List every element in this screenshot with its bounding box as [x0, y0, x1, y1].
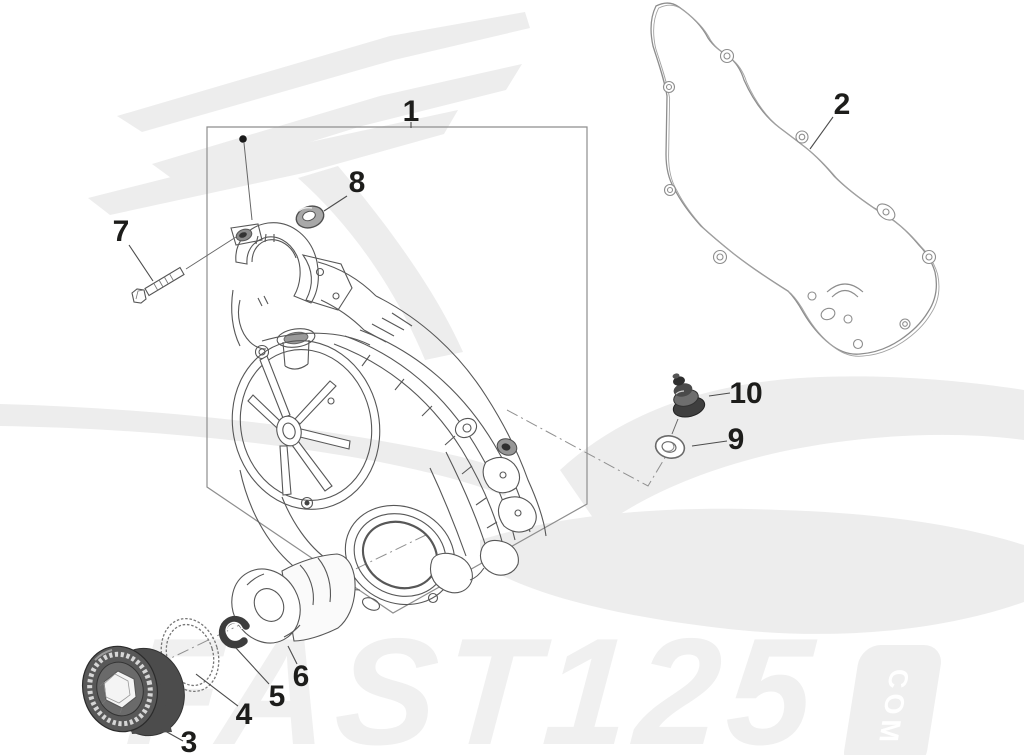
watermark-wing-upper — [560, 376, 1024, 528]
callout-6-label: 6 — [293, 660, 310, 693]
callout-4-label: 4 — [236, 698, 253, 731]
callout-leaders — [128, 116, 834, 742]
fan-blades — [247, 355, 351, 496]
callout-8-label: 8 — [349, 166, 366, 199]
gasket-hole — [843, 314, 853, 324]
callout-10-leader — [708, 392, 731, 397]
callout-5-leader — [235, 647, 270, 685]
callout-7-leader — [128, 244, 154, 282]
clutch-cover-drawing — [230, 222, 547, 611]
callout-6-leader — [287, 645, 298, 665]
watermark-logo — [0, 12, 1024, 634]
oil-sensor-drawing — [671, 373, 706, 435]
watermark-blade — [298, 166, 463, 360]
mount-point-dot — [239, 135, 253, 221]
filter-cover-cap-drawing — [82, 645, 185, 737]
callout-5-label: 5 — [269, 680, 286, 713]
watermark-chevron-2 — [152, 64, 522, 183]
gasket-hole — [807, 291, 817, 301]
watermark-chevron-3 — [88, 110, 458, 215]
gasket-slot — [826, 283, 864, 293]
retaining-clip-drawing — [218, 615, 250, 649]
watermark-wing-lower — [480, 508, 1024, 634]
callout-2-label: 2 — [834, 88, 851, 121]
watermark-chevron-1 — [117, 12, 530, 132]
gasket-hole — [820, 307, 836, 321]
cover-machinery — [429, 417, 537, 594]
callout-3-leader — [157, 726, 184, 742]
axis-line-sensor — [506, 409, 667, 487]
flange-ribs — [361, 312, 498, 529]
callout-4-leader — [195, 673, 239, 707]
callout-2-leader — [809, 116, 834, 150]
watermark-tail-band — [0, 404, 515, 496]
flat-washer-drawing — [654, 435, 686, 459]
callout-8-leader — [323, 195, 348, 212]
callout-9-leader — [691, 440, 728, 447]
callout-3-label: 3 — [181, 726, 198, 755]
flange-bolt-drawing — [131, 236, 237, 304]
o-ring-drawing — [160, 617, 220, 693]
callout-7-label: 7 — [113, 215, 130, 248]
gasket-hole — [852, 338, 864, 350]
callout-10-label: 10 — [729, 377, 762, 410]
sealing-washer-drawing — [295, 205, 325, 229]
watermark-leaf — [910, 389, 958, 417]
callout-1-label: 1 — [403, 95, 420, 128]
callout-9-label: 9 — [728, 423, 745, 456]
gasket-drawing — [650, 2, 940, 357]
